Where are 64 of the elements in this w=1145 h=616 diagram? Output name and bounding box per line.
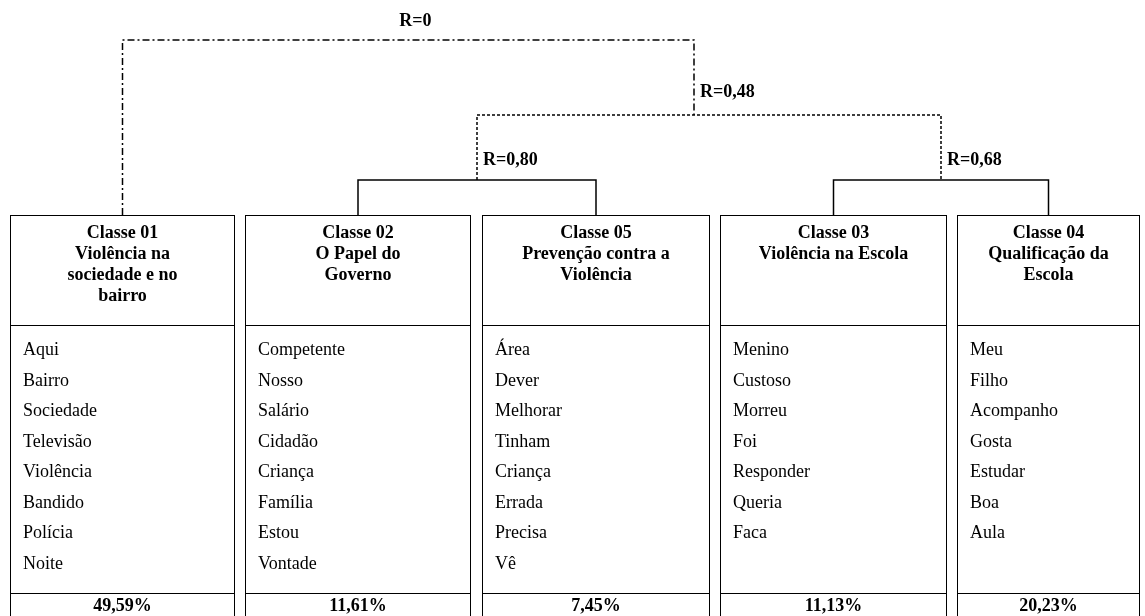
word: Meu — [970, 338, 1003, 361]
percentage: 11,61% — [329, 594, 387, 616]
class-title: Violência na sociedade e no bairro — [66, 243, 179, 306]
word: Criança — [258, 460, 314, 483]
word: Filho — [970, 368, 1008, 392]
word: Gosta — [970, 429, 1012, 453]
class-column — [720, 215, 947, 616]
class-title: Violência na Escola — [757, 243, 910, 264]
word: Dever — [495, 368, 539, 392]
dendrogram-link — [832, 179, 1050, 216]
word: Vê — [495, 551, 516, 575]
word: Estudar — [970, 460, 1025, 483]
word: Acompanho — [970, 399, 1058, 422]
class-number: Classe 05 — [559, 222, 633, 243]
word: Tinham — [495, 429, 551, 453]
edge-label: R=0,80 — [482, 149, 539, 169]
word: Menino — [733, 338, 789, 361]
class-number: Classe 03 — [796, 222, 871, 243]
class-column — [245, 215, 471, 616]
word: Errada — [495, 490, 543, 514]
class-column — [10, 215, 235, 616]
word: Noite — [23, 551, 63, 575]
word: Responder — [733, 460, 810, 483]
class-number: Classe 04 — [1011, 222, 1086, 243]
class-title: Qualificação da Escola — [987, 243, 1110, 285]
class-column — [482, 215, 710, 616]
edge-label: R=0,68 — [946, 149, 1003, 169]
word: Faca — [733, 521, 767, 544]
word: Melhorar — [495, 399, 562, 422]
word: Queria — [733, 490, 782, 514]
similarity-label: R=0,48 — [699, 81, 756, 101]
word: Violência — [23, 460, 92, 483]
word: Área — [495, 337, 530, 361]
word: Sociedade — [23, 399, 97, 422]
word: Vontade — [258, 551, 317, 575]
word: Cidadão — [258, 429, 318, 453]
word: Competente — [258, 338, 345, 361]
dendrogram-link — [357, 179, 597, 216]
percentage: 7,45% — [571, 594, 621, 616]
percentage: 11,13% — [804, 594, 863, 616]
word: Custoso — [733, 368, 792, 392]
word: Aqui — [23, 338, 59, 361]
dendrogram-link — [121, 39, 695, 216]
word: Estou — [258, 521, 299, 544]
class-title: O Papel do Governo — [314, 243, 402, 285]
word: Bandido — [23, 490, 84, 514]
class-number: Classe 01 — [85, 222, 160, 243]
word: Salário — [258, 399, 309, 422]
word: Foi — [733, 429, 757, 453]
percentage: 49,59% — [93, 594, 152, 616]
class-number: Classe 02 — [321, 222, 395, 243]
word: Precisa — [495, 521, 547, 544]
class-title: Prevenção contra a Violência — [521, 243, 671, 285]
word: Nosso — [258, 368, 303, 392]
class-column — [957, 215, 1140, 616]
word: Polícia — [23, 521, 73, 544]
word: Boa — [970, 490, 999, 514]
word: Família — [258, 490, 313, 514]
word: Aula — [970, 521, 1005, 544]
word: Criança — [495, 460, 551, 483]
word: Televisão — [23, 429, 92, 453]
word: Morreu — [733, 399, 787, 422]
word: Bairro — [23, 368, 69, 392]
percentage: 20,23% — [1019, 594, 1078, 616]
